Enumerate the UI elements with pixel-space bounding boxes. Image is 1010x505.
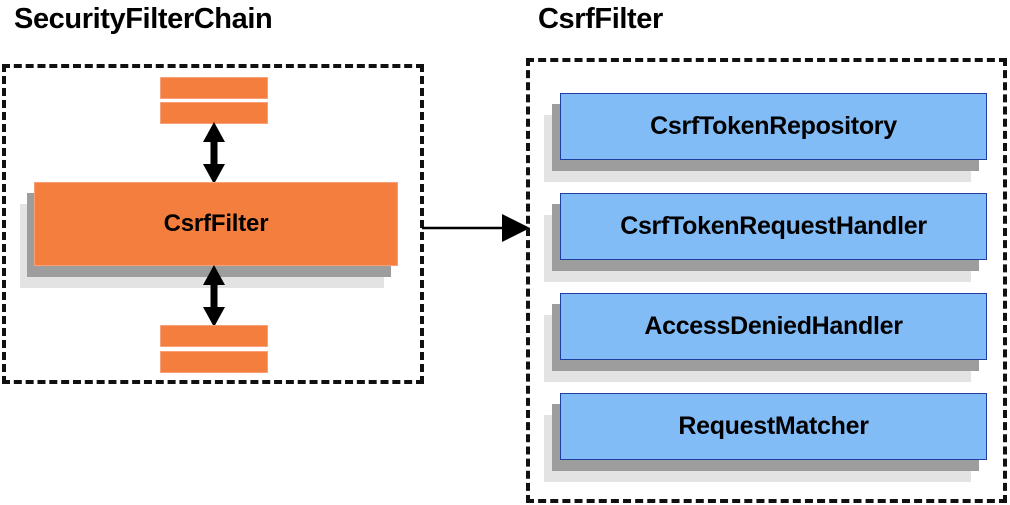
double-arrow-upper (203, 122, 225, 184)
page-title-csrf-filter: CsrfFilter (538, 3, 663, 35)
panel-connector-arrow (422, 214, 530, 242)
filter-chain-block-upper-2 (160, 102, 268, 124)
csrf-filter-block-label: CsrfFilter (163, 210, 269, 237)
component-label: CsrfTokenRequestHandler (620, 212, 927, 240)
filter-chain-block-upper-1 (160, 77, 268, 99)
filter-chain-block-lower-1 (160, 325, 268, 347)
csrf-filter-panel (526, 58, 1007, 503)
component-label: CsrfTokenRepository (650, 112, 897, 140)
page-title-security-filter-chain: SecurityFilterChain (14, 3, 273, 35)
component-card-csrf-token-repository[interactable]: CsrfTokenRepository (560, 93, 987, 160)
component-card-csrf-token-request-handler[interactable]: CsrfTokenRequestHandler (560, 193, 987, 260)
security-filter-chain-panel (2, 64, 424, 384)
csrf-filter-block[interactable]: CsrfFilter (34, 182, 398, 266)
component-card-access-denied-handler[interactable]: AccessDeniedHandler (560, 293, 987, 360)
double-arrow-lower (203, 265, 225, 327)
filter-chain-block-lower-2 (160, 351, 268, 373)
component-label: RequestMatcher (678, 412, 869, 440)
component-card-request-matcher[interactable]: RequestMatcher (560, 393, 987, 460)
component-label: AccessDeniedHandler (644, 312, 903, 340)
